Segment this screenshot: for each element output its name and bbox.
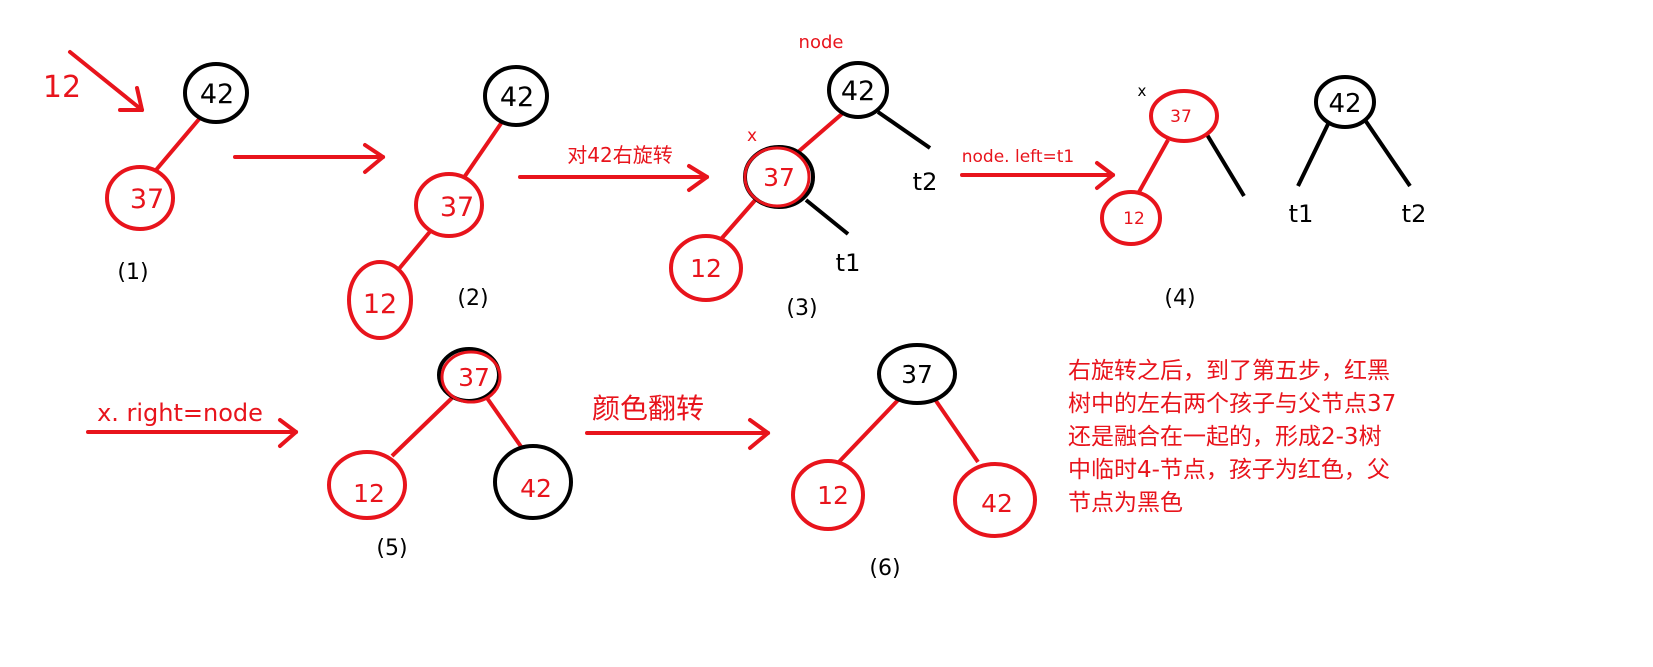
step-2-caption: (2) [457,286,488,311]
step-5-node-37-label: 37 [458,363,490,392]
step-1: 12 42 37 (1) [43,50,249,285]
step-1-caption: (1) [117,260,148,285]
step-4-subtree-t2: t2 [1402,200,1427,228]
step-3-x-tag: x [747,126,757,146]
step-4-caption: (4) [1164,286,1195,311]
step-1-node-37-label: 37 [130,184,164,215]
step-4-x-tag: x [1138,82,1147,100]
arrow-4-to-5: x. right=node [86,399,298,448]
step-5-edge-37-12 [390,396,454,458]
step-6-node-42-label: 42 [981,489,1013,518]
note-line-3: 还是融合在一起的，形成2-3树 [1068,424,1382,450]
step-2-edge-37-12 [396,226,435,272]
step-4-edge-37-right [1204,131,1246,198]
step-3-edge-37-12 [720,196,759,240]
arrow-5-to-6: 颜色翻转 [585,392,770,450]
step-4-node-12 [1100,190,1162,246]
arrow-5-to-6-text: 颜色翻转 [592,392,704,425]
step-6-caption: (6) [869,556,900,581]
step-5: 37 12 42 (5) [327,347,573,561]
arrow-4-to-5-text: x. right=node [97,399,263,427]
step-3-node-42 [827,61,889,119]
note-line-2: 树中的左右两个孩子与父节点37 [1068,391,1396,417]
step-2: 42 37 12 (2) [347,65,549,340]
step-3-node-12-label: 12 [690,254,722,283]
step-4: x 37 12 42 t1 t2 (4) [1100,75,1427,311]
step-6-node-37 [877,343,957,405]
step-2-node-12 [347,260,413,340]
step-6: 37 12 42 (6) [791,343,1037,581]
step-6-node-42 [953,462,1037,538]
step-2-node-37-label: 37 [440,192,474,223]
step-3-node-37-label: 37 [763,163,795,192]
step-3-node-37-red-ring [743,146,811,208]
step-4-node-12-label: 12 [1123,209,1145,229]
step-3-subtree-t2: t2 [913,168,938,196]
step-4-node-37 [1149,89,1219,143]
step-3-edge-37-t1 [804,198,850,236]
arrow-2-to-3-text: 对42右旋转 [567,143,672,167]
step-2-edge-42-37 [463,120,504,178]
step-1-node-42 [183,62,249,124]
arrow-3-to-4-text: node. left=t1 [962,147,1075,167]
note-line-1: 右旋转之后，到了第五步，红黑 [1068,358,1390,384]
step-3-node-42-label: 42 [841,76,875,107]
step-1-edge-42-37 [154,116,202,172]
step-6-node-12-label: 12 [817,481,849,510]
step-3-caption: (3) [786,296,817,321]
step-3-subtree-t1: t1 [836,249,861,277]
step-3-edge-42-t2 [876,110,932,150]
step-4-node-42-label: 42 [1328,89,1361,119]
step-4-edge-37-12 [1137,139,1170,193]
step-2-node-42-label: 42 [500,82,534,113]
step-6-node-37-label: 37 [901,360,933,389]
step-5-node-12 [327,450,407,520]
step-3-node-tag: node [799,32,844,53]
note-line-4: 中临时4-节点，孩子为红色，父 [1068,457,1390,483]
step-4-edge-42-t1 [1296,119,1332,187]
step-1-incoming-value: 12 [43,70,81,105]
step-1-node-37 [105,165,175,231]
step-4-node-37-label: 37 [1170,107,1192,127]
step-5-node-42-label: 42 [520,474,552,503]
step-6-edge-37-42 [932,396,980,464]
step-5-node-42 [493,444,573,520]
step-2-node-12-label: 12 [363,289,397,320]
step-1-node-42-label: 42 [200,79,234,110]
explanation-note: 右旋转之后，到了第五步，红黑 树中的左右两个孩子与父节点37 还是融合在一起的，… [1068,358,1396,516]
arrow-2-to-3: 对42右旋转 [518,143,709,192]
note-line-5: 节点为黑色 [1068,490,1183,516]
step-2-node-37 [414,172,484,238]
step-5-node-12-label: 12 [353,479,385,508]
step-2-node-42 [483,65,549,127]
step-5-caption: (5) [376,536,407,561]
step-3: node x 42 37 12 t1 t2 (3) [669,32,938,321]
step-5-node-37-red-ring [440,350,502,404]
step-5-edge-37-42 [485,396,524,450]
arrow-1-to-2 [233,143,385,174]
arrow-3-to-4: node. left=t1 [960,147,1115,190]
step-3-node-12 [669,234,743,302]
step-6-node-12 [791,459,865,531]
step-1-insert-arrow [68,50,144,112]
step-4-node-42 [1314,75,1376,129]
step-3-edge-42-37 [796,111,845,154]
step-6-edge-37-12 [834,396,902,467]
step-4-subtree-t1: t1 [1289,200,1314,228]
step-4-edge-42-t2 [1363,118,1412,188]
